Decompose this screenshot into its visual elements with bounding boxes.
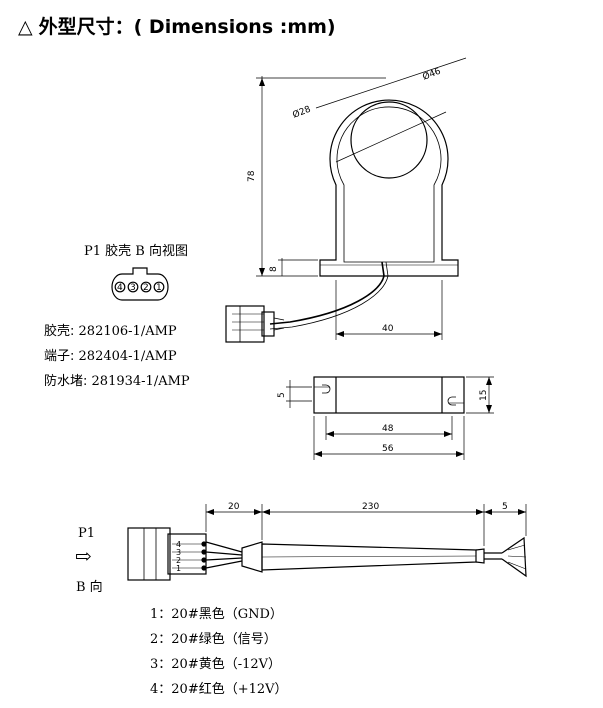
triangle-icon: △ xyxy=(18,16,33,38)
dim-foot-length: 56 xyxy=(382,444,394,454)
end-view-pin-label: 3 xyxy=(130,283,136,293)
sensor-top-view xyxy=(313,376,465,414)
wire-item: 4：20#红色（+12V） xyxy=(150,682,288,697)
dim-foot-height: 15 xyxy=(479,390,489,401)
wire-item: 3：20#黄色（-12V） xyxy=(150,657,282,672)
cable-pin-label: 1 xyxy=(176,564,181,573)
dim-hole-pitch: 48 xyxy=(382,424,394,434)
dim-base-height: 8 xyxy=(269,266,279,272)
end-view-pin-label: 2 xyxy=(143,283,149,293)
dim-segment-a: 20 xyxy=(228,502,240,512)
p1-label: P1 xyxy=(78,526,96,541)
sensor-front-view xyxy=(225,99,459,343)
spec-value: 282106-1/AMP xyxy=(78,324,177,339)
dimension-arrows xyxy=(206,78,526,515)
dim-inner-diameter: Ø28 xyxy=(291,104,313,121)
cable-pin-label: 3 xyxy=(176,548,181,557)
direction-arrow-icon: ⇨ xyxy=(75,544,92,568)
dim-outer-diameter: Ø46 xyxy=(421,66,443,83)
dim-slot-width: 5 xyxy=(277,392,287,398)
end-view-pin-label: 1 xyxy=(156,283,162,293)
dim-height: 78 xyxy=(247,170,257,182)
spec-key: 端子: xyxy=(44,349,75,364)
connector-end-view xyxy=(111,267,169,301)
cable-assembly xyxy=(127,527,527,581)
dim-base-offset: 40 xyxy=(382,324,394,334)
dim-segment-b: 230 xyxy=(362,502,379,512)
spec-key: 胶壳: xyxy=(44,324,75,339)
b-direction-label: B 向 xyxy=(76,580,103,595)
spec-terminal: 端子: 282404-1/AMP xyxy=(44,345,177,364)
connector-view-label: P1 胶壳 B 向视图 xyxy=(84,244,188,259)
page-title: △外型尺寸：( Dimensions :mm) xyxy=(18,12,336,39)
wire-item: 1：20#黑色（GND） xyxy=(150,607,283,622)
spec-value: 282404-1/AMP xyxy=(78,349,177,364)
cable-pin-label: 4 xyxy=(176,540,181,549)
spec-housing: 胶壳: 282106-1/AMP xyxy=(44,320,177,339)
cable-pin-label: 2 xyxy=(176,556,181,565)
spec-key: 防水堵: xyxy=(44,374,88,389)
front-view-dimensions xyxy=(256,57,467,340)
spec-value: 281934-1/AMP xyxy=(91,374,190,389)
spec-seal: 防水堵: 281934-1/AMP xyxy=(44,370,190,389)
title-text: 外型尺寸：( Dimensions :mm) xyxy=(38,16,336,38)
dim-segment-c: 5 xyxy=(502,502,508,512)
wire-item: 2：20#绿色（信号） xyxy=(150,632,277,647)
end-view-pin-label: 4 xyxy=(117,283,123,293)
